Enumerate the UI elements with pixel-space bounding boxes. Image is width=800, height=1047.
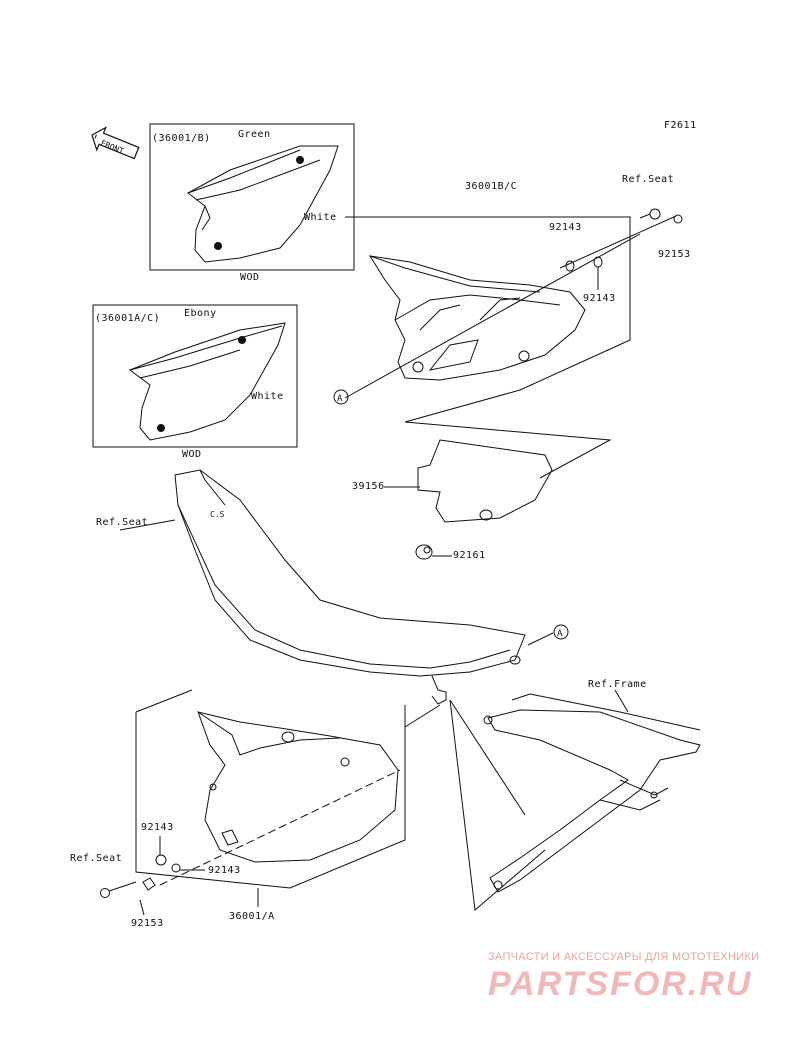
callout-92143-c: 92143 xyxy=(141,822,174,833)
inset-lower-color-top: Ebony xyxy=(184,308,217,319)
inset-upper-part-no: (36001/B) xyxy=(152,133,211,144)
front-arrow-icon xyxy=(91,126,140,160)
marker-a-lower-label: A xyxy=(557,629,563,639)
side-cover-green-drawing xyxy=(187,145,339,263)
bolt-92153-top-icon xyxy=(639,208,661,220)
watermark-tagline: ЗАПЧАСТИ И АКСЕССУАРЫ ДЛЯ МОТОТЕХНИКИ xyxy=(488,951,760,963)
side-cover-ebony-drawing xyxy=(128,322,286,441)
collar-92161-icon xyxy=(415,544,433,560)
callout-92153-b: 92153 xyxy=(131,918,164,929)
callout-36001bc: 36001B/C xyxy=(465,181,518,192)
bolt-92153-bottom-icon xyxy=(100,881,137,898)
callout-92143-a: 92143 xyxy=(549,222,582,233)
side-cover-left-drawing xyxy=(159,711,401,886)
inset-lower-wod: WOD xyxy=(182,449,202,460)
watermark-logo: PARTSFOR.RU xyxy=(488,965,753,1003)
washer-92153-top-icon xyxy=(673,214,683,224)
marker-a-upper-label: A xyxy=(337,394,343,404)
callout-92161: 92161 xyxy=(453,550,486,561)
grommet-92143-b-icon xyxy=(593,256,603,268)
callout-ref-frame: Ref.Frame xyxy=(588,679,647,690)
inset-upper-color-top: Green xyxy=(238,129,271,140)
inset-box-lower xyxy=(92,304,298,448)
marker-a-lower xyxy=(553,624,569,640)
inset-lower-color-main: White xyxy=(251,391,284,402)
marker-a-upper xyxy=(333,389,349,405)
figure-code: F2611 xyxy=(664,120,697,131)
collar-92153-b-icon xyxy=(142,877,156,891)
grommet-92143-d-icon xyxy=(171,863,181,873)
callout-92153-a: 92153 xyxy=(658,249,691,260)
callout-92143-b: 92143 xyxy=(583,293,616,304)
leader-36001a xyxy=(135,689,406,889)
plate-39156-drawing xyxy=(417,439,553,523)
inset-upper-color-main: White xyxy=(304,212,337,223)
callout-36001a: 36001/A xyxy=(229,911,275,922)
side-cover-right-drawing xyxy=(369,255,586,381)
inset-lower-part-no: (36001A/C) xyxy=(95,313,161,324)
svg-text:C.S: C.S xyxy=(210,510,225,519)
callout-39156: 39156 xyxy=(352,481,385,492)
callout-92143-d: 92143 xyxy=(208,865,241,876)
callout-ref-seat-mid: Ref.Seat xyxy=(96,517,149,528)
grommet-92143-a-icon xyxy=(565,260,575,272)
inset-upper-wod: WOD xyxy=(240,272,260,283)
washer-92143-c-icon xyxy=(155,854,167,866)
leader-36001bc xyxy=(345,216,631,479)
leader-frame xyxy=(449,699,546,911)
inset-box-upper xyxy=(149,123,355,271)
callout-ref-seat-top: Ref.Seat xyxy=(622,174,675,185)
seat-drawing: C.S xyxy=(174,469,526,705)
callout-ref-seat-bottom: Ref.Seat xyxy=(70,853,123,864)
subframe-drawing xyxy=(483,693,701,893)
